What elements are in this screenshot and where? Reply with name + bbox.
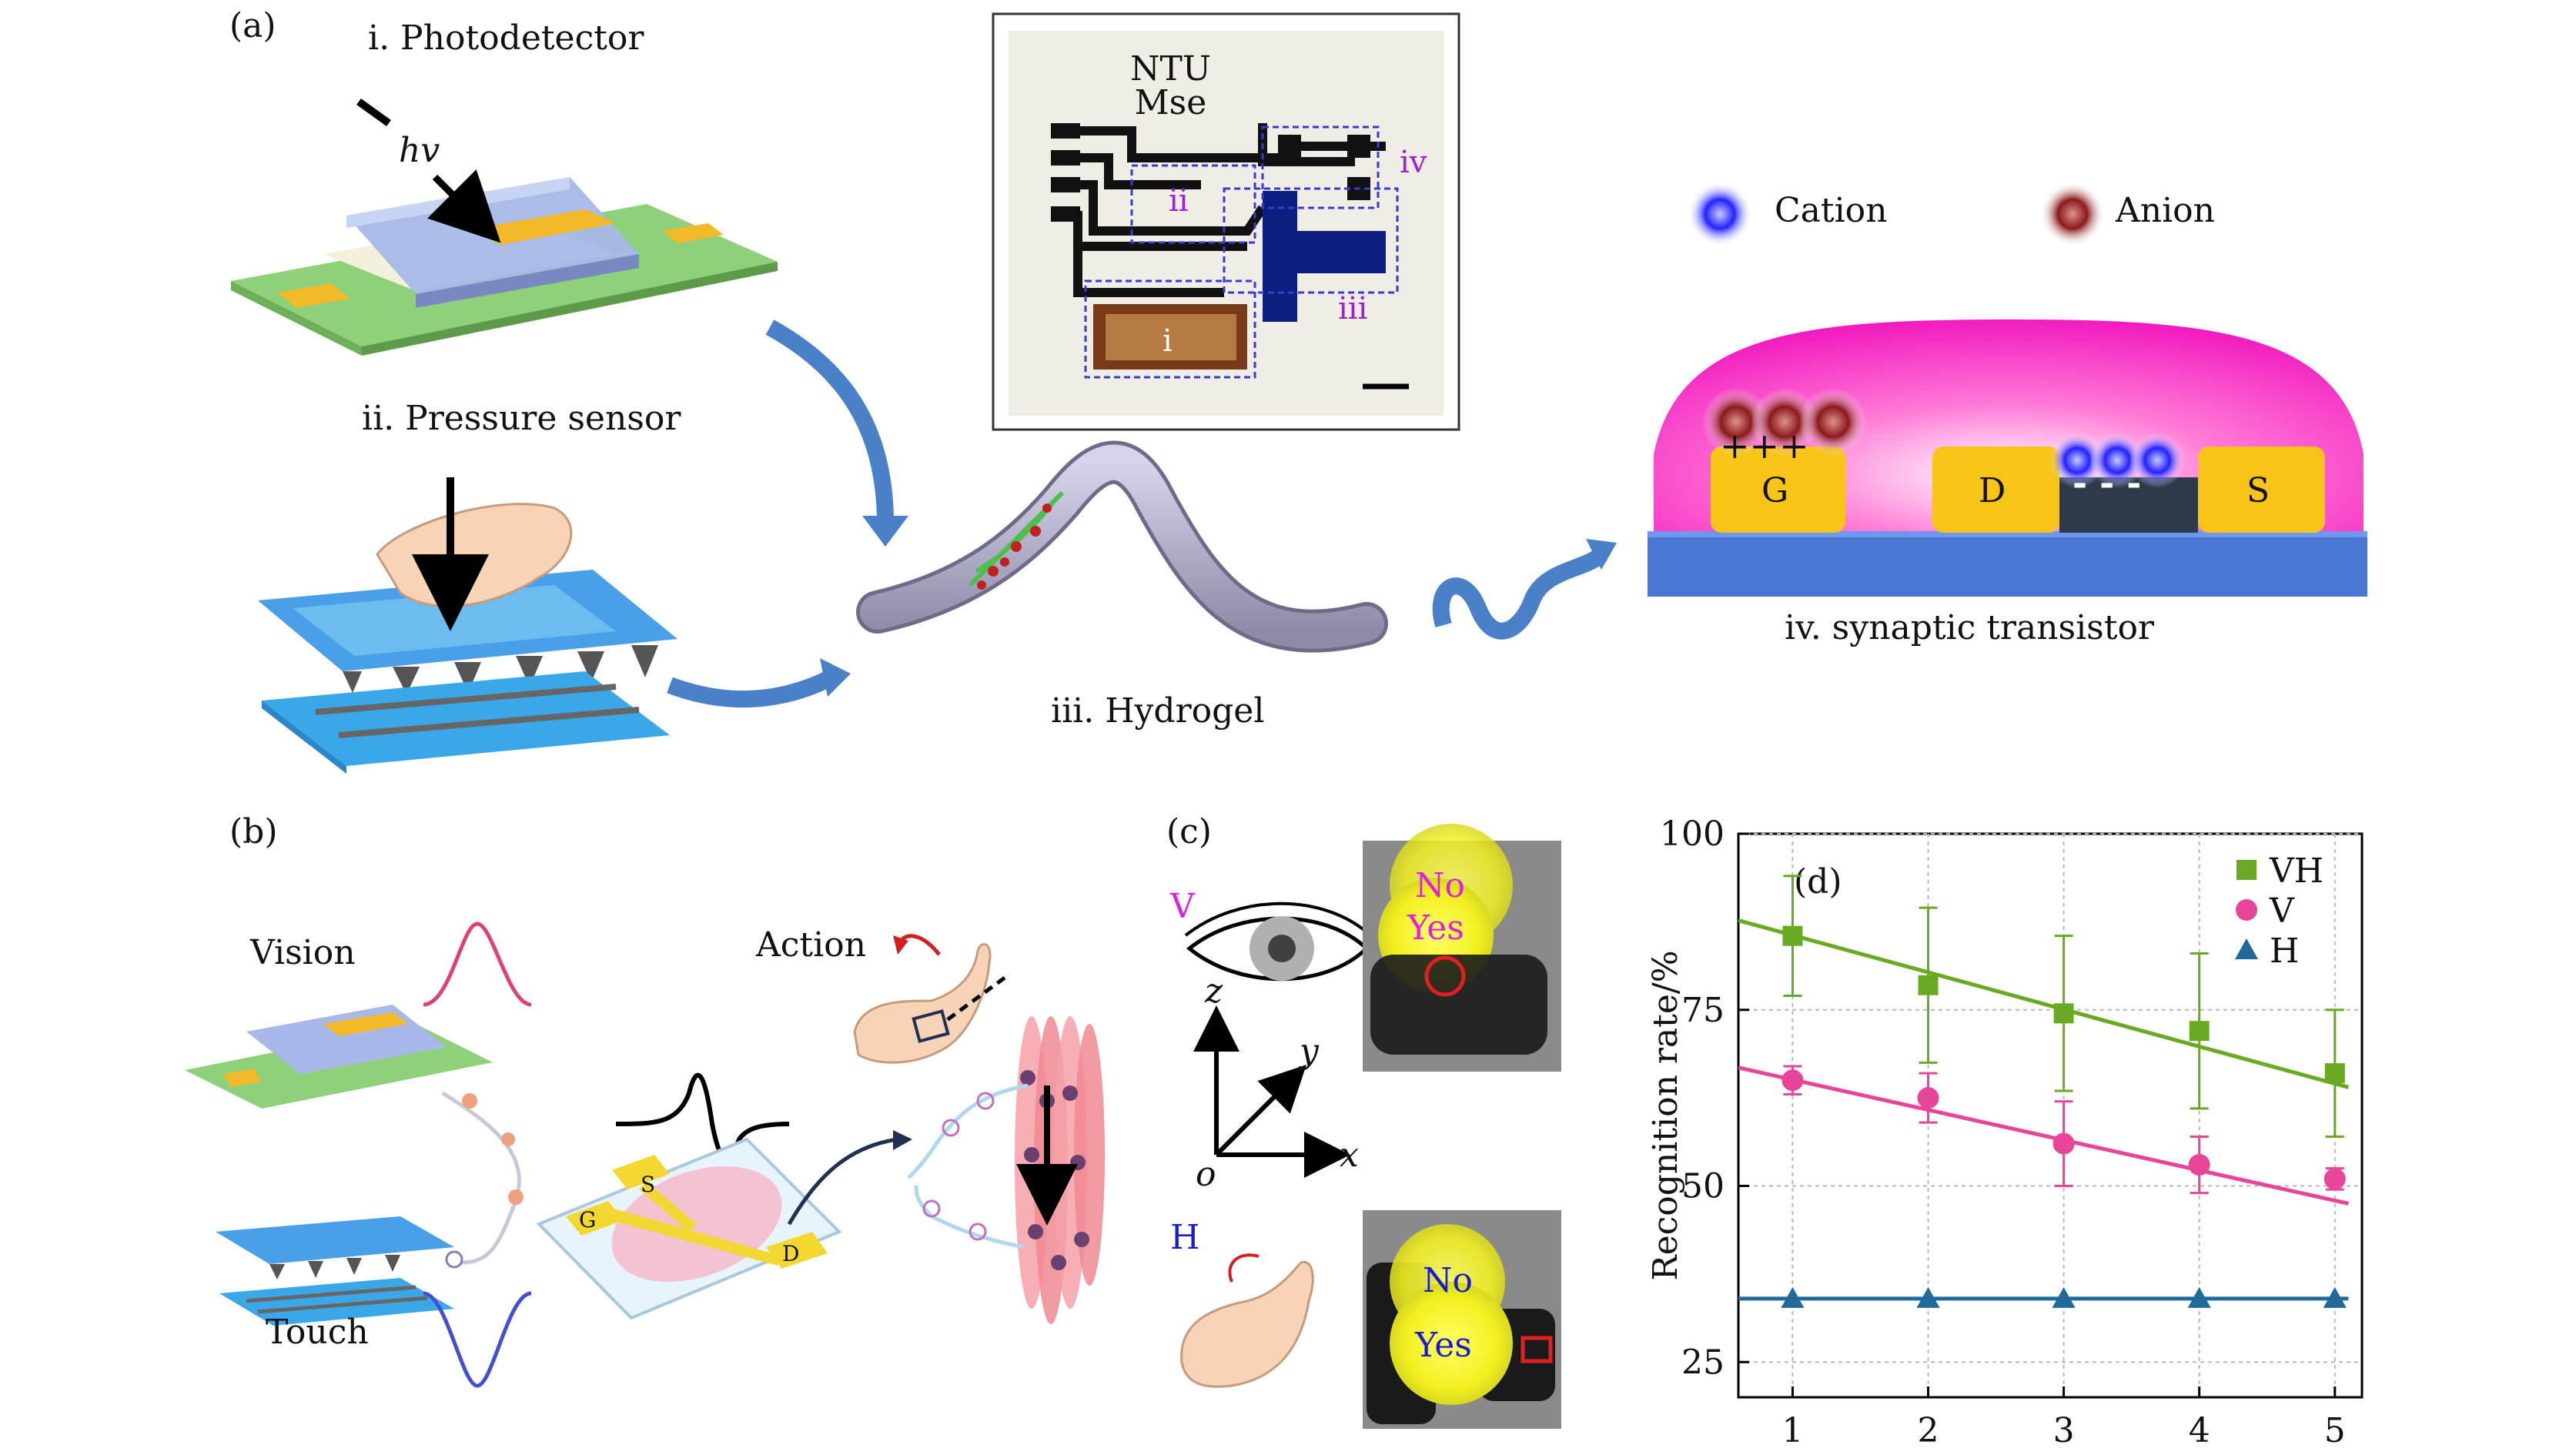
- photo-title: NTU Mse: [1130, 52, 1211, 120]
- plot-frame: [1737, 832, 2364, 1399]
- point-VH: [2053, 1003, 2074, 1024]
- photo-title-line2: Mse: [1134, 83, 1207, 122]
- photo-label-iii: iii: [1338, 291, 1368, 326]
- legend-marker-VH: [2236, 860, 2257, 880]
- x-tick-label: 1: [1781, 1411, 1803, 1450]
- y-axis-label: Recognition rate/%: [1646, 950, 1685, 1280]
- point-VH: [1782, 925, 1803, 946]
- photo-title-line1: NTU: [1130, 49, 1211, 89]
- bottom-yes-label: Yes: [1415, 1326, 1472, 1365]
- legend-marker-H: [2235, 938, 2258, 959]
- source-label: S: [2246, 471, 2270, 510]
- panel-label-c: (c): [1166, 812, 1212, 851]
- legend-label-VH: VH: [2269, 851, 2323, 891]
- minus-charges: - - -: [2073, 462, 2142, 503]
- axis-z-label: z: [1205, 972, 1223, 1011]
- y-tick-label: 75: [1681, 991, 1725, 1030]
- point-V: [2323, 1168, 2346, 1190]
- eye-icon: [1184, 901, 1372, 982]
- hydrogel-label: iii. Hydrogel: [1051, 691, 1265, 731]
- fit-line-VH: [1738, 918, 2350, 1089]
- panel-b: [185, 922, 1105, 1388]
- touch-label: Touch: [266, 1313, 369, 1352]
- point-H: [2187, 1286, 2211, 1308]
- pressure-sensor-device: [258, 477, 677, 774]
- bottom-no-label: No: [1423, 1261, 1473, 1300]
- photodetector-device: [231, 98, 778, 356]
- synaptic-transistor-label: iv. synaptic transistor: [1785, 608, 2154, 647]
- legend-marker-V: [2236, 899, 2257, 921]
- photo-label-ii: ii: [1169, 183, 1189, 219]
- hydrogel-tube: [856, 440, 1388, 653]
- point-V: [1781, 1069, 1804, 1092]
- x-tick-label: 2: [1918, 1411, 1939, 1450]
- fit-line-V: [1738, 1065, 2349, 1206]
- chip-g-label: G: [579, 1207, 597, 1233]
- cation-label: Cation: [1775, 191, 1888, 230]
- point-V: [1917, 1087, 1939, 1109]
- hv-label: hv: [399, 131, 440, 170]
- anion-label: Anion: [2116, 191, 2216, 230]
- chip-d-label: D: [782, 1241, 800, 1266]
- top-no-label: No: [1415, 866, 1465, 905]
- hand-icon-h: [1180, 1253, 1314, 1388]
- y-tick-label: 25: [1681, 1343, 1725, 1382]
- legend-label-V: V: [2269, 891, 2295, 931]
- drain-label: D: [1979, 471, 2006, 510]
- point-VH: [2324, 1063, 2345, 1084]
- axis-o-label: o: [1196, 1155, 1216, 1194]
- point-H: [1781, 1286, 1805, 1308]
- point-H: [1916, 1286, 1940, 1308]
- point-VH: [1918, 975, 1939, 995]
- vision-device-icon: [185, 1005, 493, 1109]
- photo-label-i: i: [1163, 323, 1173, 359]
- panel-label-a: (a): [229, 6, 276, 45]
- y-tick-label: 100: [1660, 814, 1725, 854]
- touch-device-icon: [216, 1216, 454, 1326]
- gate-label: G: [1761, 471, 1789, 510]
- device-photo: [992, 12, 1460, 431]
- photo-label-iv: iv: [1400, 145, 1427, 180]
- x-tick-label: 3: [2053, 1411, 2075, 1450]
- pressure-sensor-label: ii. Pressure sensor: [362, 399, 681, 438]
- muscle-fibers: [1015, 1016, 1105, 1324]
- action-label: Action: [756, 925, 866, 965]
- point-V: [2052, 1132, 2075, 1155]
- x-tick-label: 5: [2324, 1411, 2346, 1450]
- top-yes-label: Yes: [1407, 908, 1464, 948]
- panel-a: [231, 12, 2367, 774]
- hand-icon-action: [853, 934, 992, 1064]
- axis-x-label: x: [1340, 1136, 1359, 1175]
- y-tick-label: 50: [1681, 1167, 1725, 1206]
- point-H: [2052, 1286, 2076, 1308]
- vision-label: Vision: [250, 933, 356, 972]
- legend-label-H: H: [2270, 932, 2299, 971]
- x-tick-label: 4: [2189, 1411, 2210, 1450]
- photodetector-label: i. Photodetector: [368, 18, 644, 58]
- panel-label-b: (b): [229, 812, 278, 851]
- point-H: [2323, 1286, 2347, 1308]
- panel-label-d: (d): [1794, 862, 1842, 901]
- v-label: V: [1170, 887, 1195, 926]
- axes-3d: [1193, 1005, 1350, 1178]
- point-VH: [2189, 1021, 2210, 1042]
- plus-charges: +++: [1720, 425, 1809, 467]
- transistor-chip: [536, 1137, 842, 1320]
- axis-y-label: y: [1300, 1032, 1319, 1071]
- h-label: H: [1170, 1218, 1200, 1257]
- synaptic-transistor: [1648, 182, 2367, 597]
- chip-s-label: S: [641, 1172, 656, 1197]
- recognition-chart: 12345255075100Kernel size/#Recognition r…: [1646, 814, 2364, 1450]
- panel-c: [1180, 824, 1561, 1429]
- point-V: [2188, 1154, 2210, 1176]
